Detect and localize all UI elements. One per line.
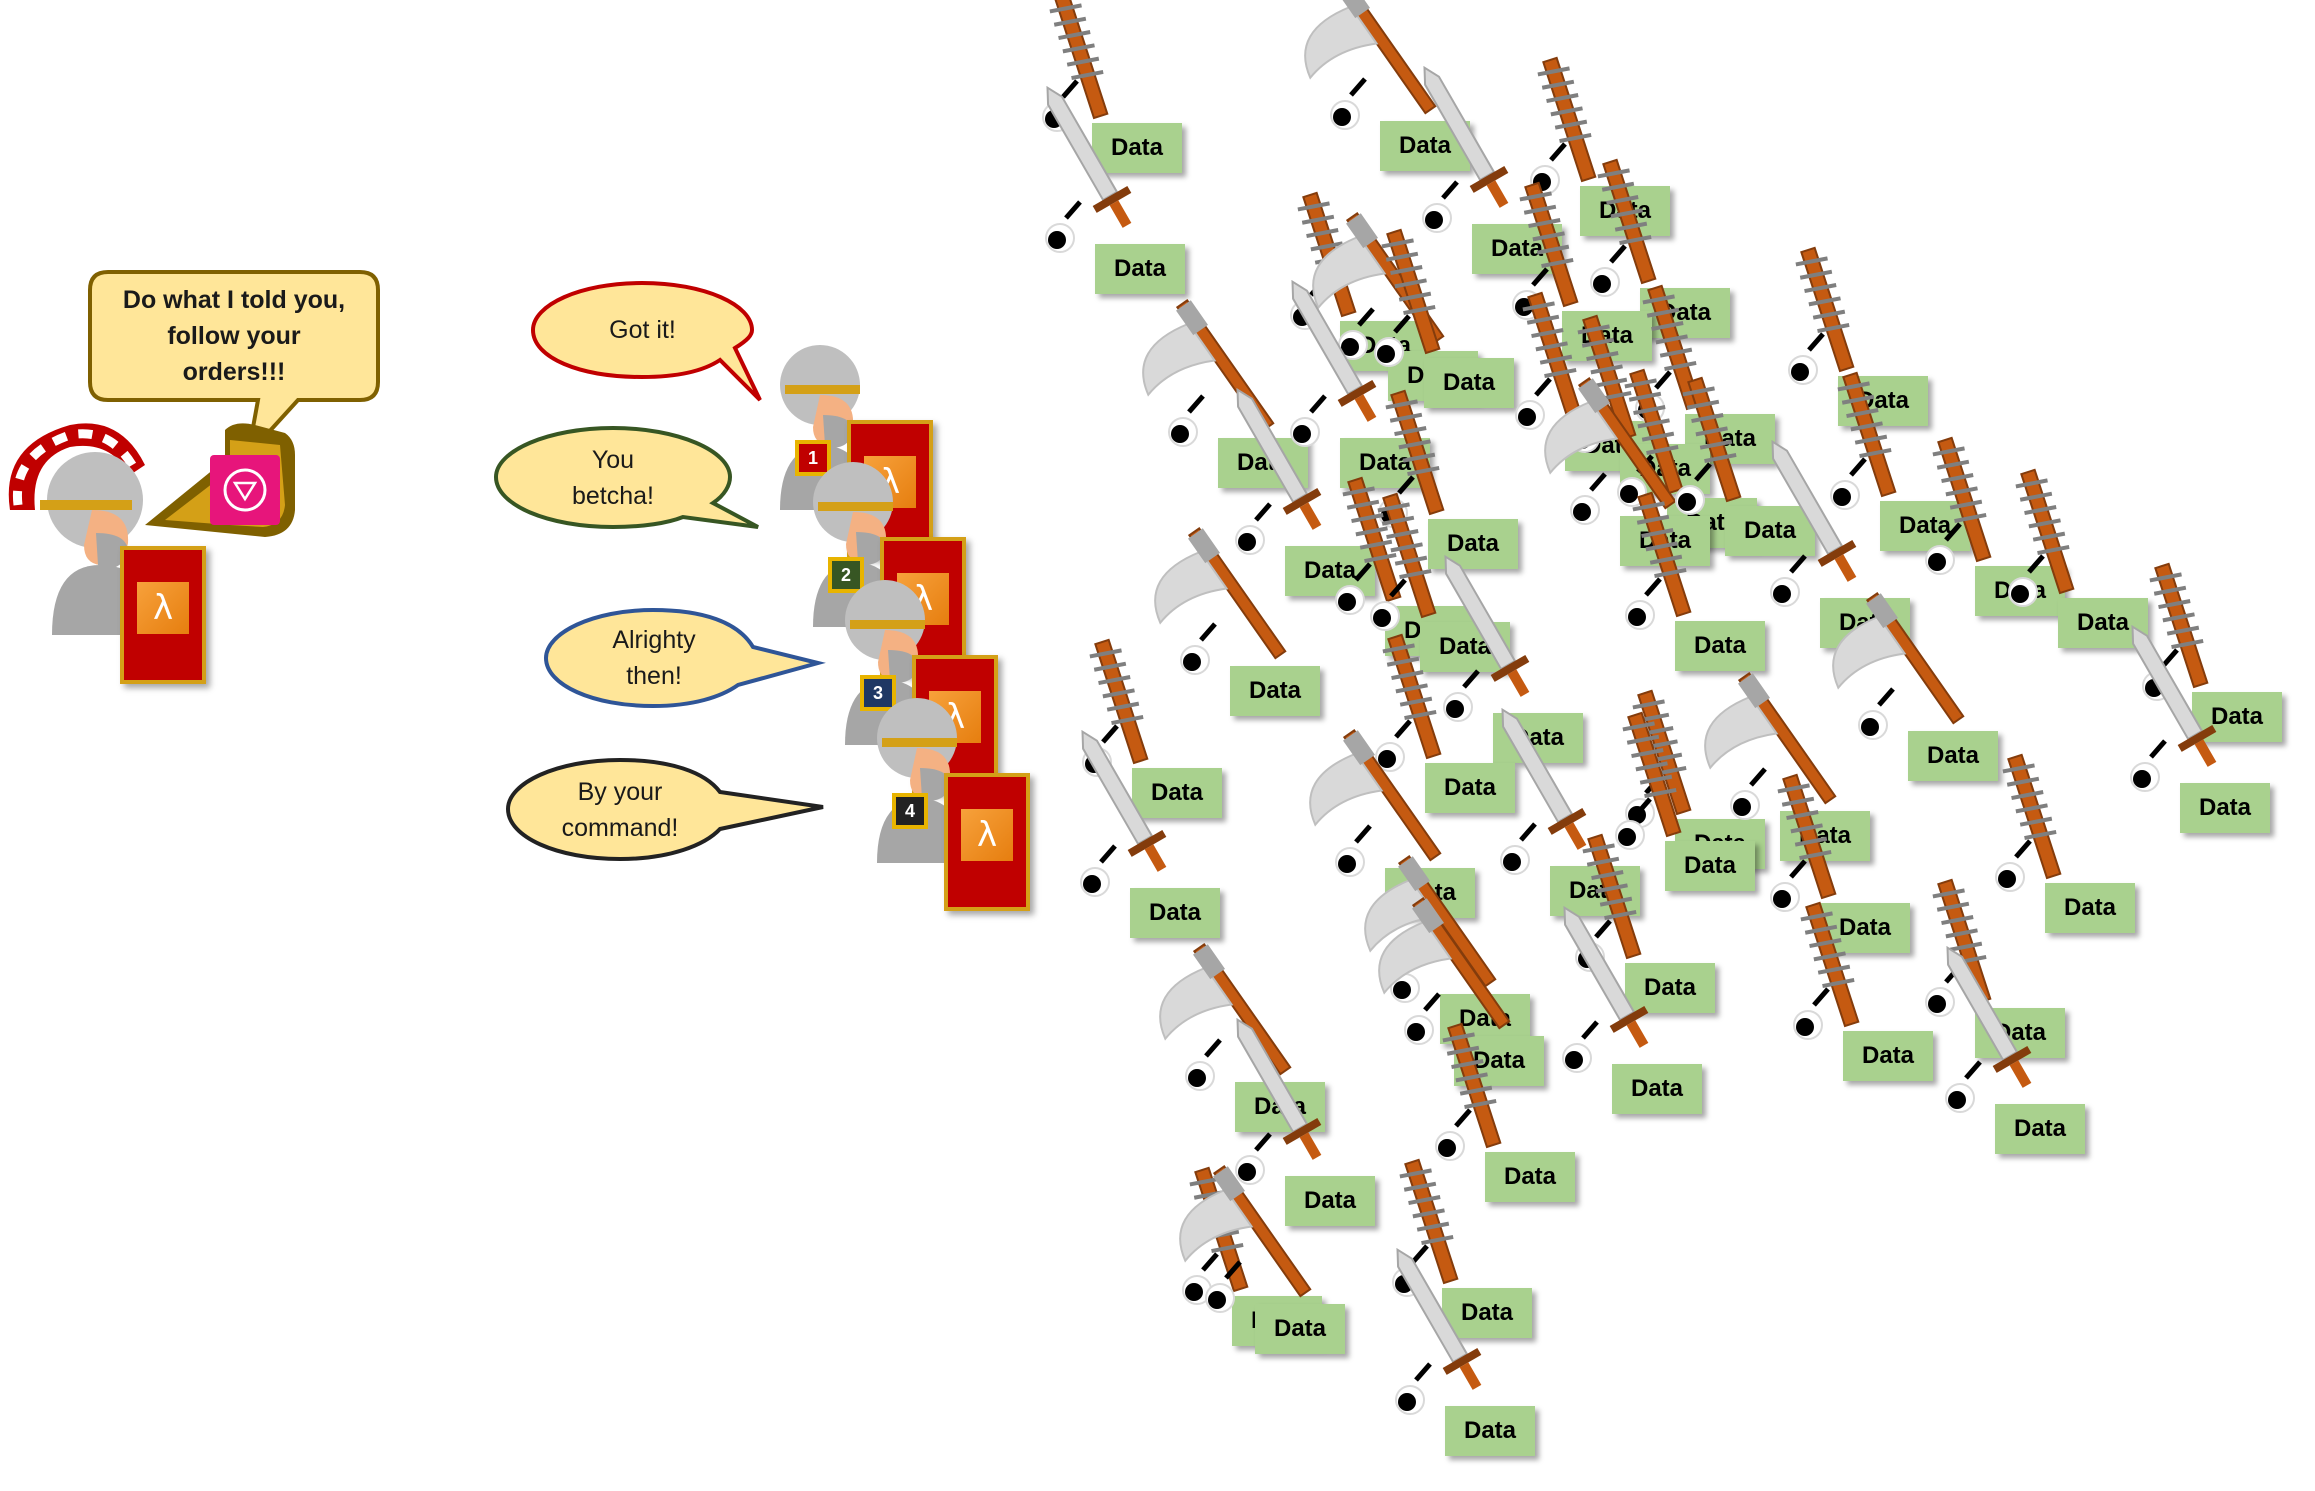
data-label: Data: [1425, 763, 1515, 813]
data-label: Data: [1230, 666, 1320, 716]
weapon-shape: [1617, 368, 1684, 507]
soldier-4-speech-text: By your command!: [561, 777, 679, 842]
soldier-shield: λ: [944, 773, 1030, 911]
weapon-shape: [2008, 468, 2075, 607]
data-label: Data: [1995, 1104, 2085, 1154]
weapon-shape: [1515, 291, 1582, 430]
weapon-shape: [1704, 671, 1837, 820]
weapon-shape: [1235, 1017, 1322, 1185]
weapon-shape: [1443, 554, 1530, 722]
data-label: Data: [1612, 1064, 1702, 1114]
weapon-shape: [1675, 376, 1742, 515]
data-label: Data: [1442, 1288, 1532, 1338]
speech-bubble-shape: [88, 270, 380, 462]
weapon-shape: [1590, 158, 1657, 297]
data-label: Data: [1130, 888, 1220, 938]
megaphone-icon: [145, 423, 295, 537]
soldier-1-speech-bubble: Got it!: [530, 280, 762, 402]
soldier-number-badge: 1: [795, 440, 831, 476]
weapon-shape: [1500, 707, 1587, 875]
weapon-shape: [1179, 1164, 1312, 1313]
weapon-shape: [1830, 371, 1897, 510]
data-label: Data: [2045, 883, 2135, 933]
soldier-2-speech-bubble: You betcha!: [493, 425, 759, 530]
data-label: Data: [1485, 1152, 1575, 1202]
commander-speech-text: Do what I told you, follow your orders!!…: [122, 286, 346, 386]
soldier-3-speech-text: Alrighty then!: [612, 626, 696, 690]
soldier-4-speech-bubble: By your command!: [505, 757, 824, 862]
weapon-shape: [1925, 436, 1992, 575]
data-label: Data: [1908, 731, 1998, 781]
data-label: Data: [1424, 358, 1514, 408]
weapon-shape: [1235, 387, 1322, 555]
weapon-shape: [1375, 633, 1442, 772]
weapon-shape: [1159, 942, 1292, 1091]
data-label: Data: [1285, 546, 1375, 596]
data-label: Data: [1095, 244, 1185, 294]
weapon-shape: [1995, 753, 2062, 892]
weapon-shape: [1080, 729, 1167, 897]
weapon-shape: [1290, 279, 1377, 447]
weapon-shape: [1422, 65, 1509, 233]
data-label: Data: [1132, 768, 1222, 818]
speech-bubble-shape: [530, 280, 762, 402]
commander-speech-bubble: Do what I told you, follow your orders!!…: [88, 270, 380, 462]
soldier-3-speech-bubble: Alrighty then!: [543, 607, 826, 709]
soldier-2-speech-text: You betcha!: [571, 445, 654, 510]
weapon-shape: [1788, 246, 1855, 385]
weapon-shape: [1154, 526, 1287, 675]
weapon-shape: [2130, 624, 2217, 792]
soldier-number-badge: 4: [892, 793, 928, 829]
weapon-shape: [1378, 896, 1511, 1045]
soldier-1-speech-text: Got it!: [609, 316, 676, 344]
commander: [0, 415, 300, 695]
data-label: Data: [1428, 519, 1518, 569]
lambda-icon: λ: [961, 809, 1013, 861]
data-label: Data: [1445, 1406, 1535, 1456]
weapon-shape: [1625, 491, 1692, 630]
commander-shield: λ: [120, 546, 206, 684]
weapon-shape: [1770, 439, 1857, 607]
data-label: Data: [1285, 1176, 1375, 1226]
weapon-shape: [1530, 56, 1597, 195]
soldier-number-badge: 2: [828, 557, 864, 593]
weapon-shape: [1615, 711, 1682, 850]
data-label: Data: [2180, 783, 2270, 833]
weapon-shape: [1435, 1022, 1502, 1161]
weapon-shape: [1832, 591, 1965, 740]
weapon-shape: [1370, 492, 1437, 631]
speech-bubble-shape: [505, 757, 824, 862]
lambda-icon: λ: [137, 582, 189, 634]
weapon-shape: [1793, 901, 1860, 1040]
data-label: Data: [1255, 1304, 1345, 1354]
weapon-shape: [1395, 1247, 1482, 1415]
data-label: Data: [1880, 501, 1970, 551]
data-label: Data: [1843, 1031, 1933, 1081]
weapon-shape: [1304, 0, 1437, 130]
weapon-shape: [1770, 773, 1837, 912]
weapon-shape: [1364, 854, 1497, 1003]
data-label: Data: [1665, 841, 1755, 891]
speech-bubble-shape: [543, 607, 826, 709]
weapon-shape: [1945, 945, 2032, 1113]
data-label: Data: [1625, 963, 1715, 1013]
weapon-shape: [1512, 181, 1579, 320]
weapon-shape: [1374, 228, 1441, 367]
data-label: Data: [2192, 692, 2282, 742]
data-label: Data: [1675, 621, 1765, 671]
plume-icon: [8, 423, 145, 510]
weapon-shape: [1925, 878, 1992, 1017]
data-label: Data: [1092, 123, 1182, 173]
data-label: Data: [1725, 506, 1815, 556]
weapon-shape: [1544, 376, 1677, 525]
weapon-shape: [1335, 476, 1402, 615]
weapon-shape: [1045, 85, 1132, 253]
speech-bubble-shape: [493, 425, 759, 530]
weapon-shape: [1562, 905, 1649, 1073]
weapon-shape: [1309, 728, 1442, 877]
soldier-number-badge: 3: [860, 675, 896, 711]
